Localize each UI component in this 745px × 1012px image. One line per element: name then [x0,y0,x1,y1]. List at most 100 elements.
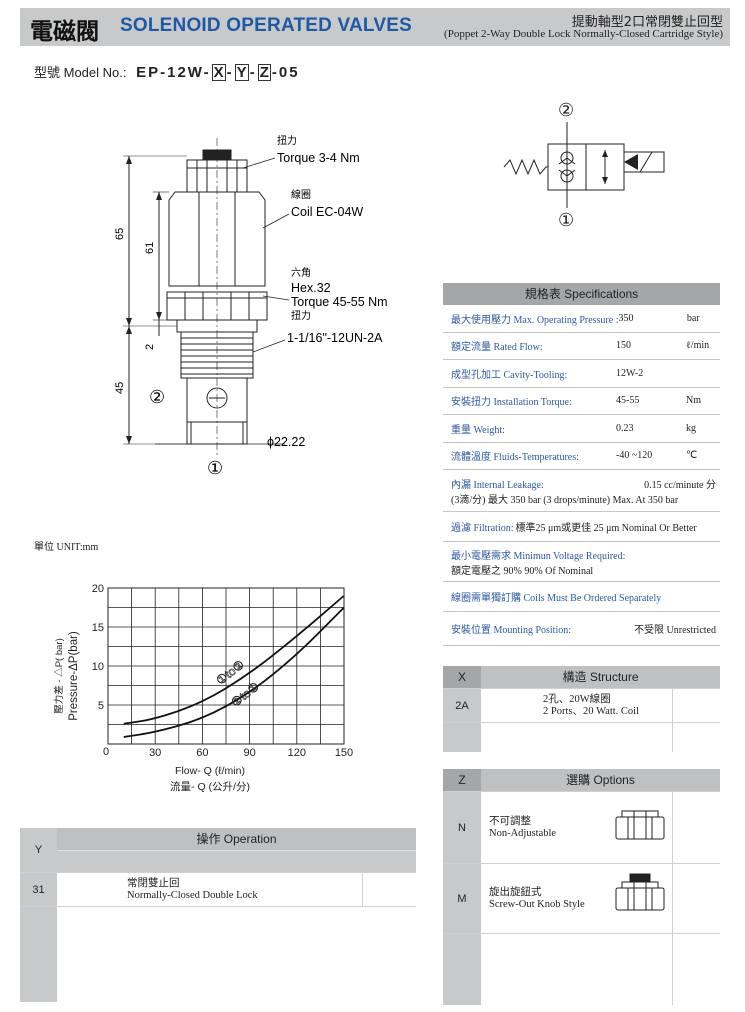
spec-value: -40 ~120 [616,450,653,462]
screw-out-knob-icon [615,873,665,911]
hex-label: Hex.32 [291,281,331,295]
structure-key-header: X [443,666,481,688]
option-en-m: Screw-Out Knob Style [489,898,585,910]
coil-order-note: 線圈需單獨訂購 Coils Must Be Ordered Separately [451,593,662,604]
leakage-value: 0.15 cc/minute 分 [644,479,716,491]
structure-row: 2A 2孔、20W線圈 2 Ports、20 Watt. Coil [443,688,720,722]
spec-label: 成型孔加工 Cavity-Tooling: [451,369,568,381]
non-adjustable-icon [615,810,665,840]
operation-en: Normally-Closed Double Lock [127,889,258,901]
coil-label: Coil EC-04W [291,205,363,219]
dim-2: 2 [144,344,156,350]
filtration-label: 過濾 Filtration: [451,523,514,534]
option-en-n: Non-Adjustable [489,827,557,839]
options-title: 選購 Options [481,769,720,791]
structure-en: 2 Ports、20 Watt. Coil [543,705,639,717]
spec-unit: ℃ [686,450,698,462]
spec-row: 流體溫度 Fluids-Temperatures: -40 ~120 ℃ [443,443,720,470]
diameter-label: ϕ22.22 [267,435,305,449]
port-2-label: ② [149,387,165,407]
mounting-value: 不受限 Unrestricted [634,625,716,636]
valve-drawing: 65 61 2 45 扭力 Torque 3-4 Nm 線圈 Coil EC-0… [114,134,388,478]
dim-65: 65 [114,228,126,240]
subtitle-en: (Poppet 2-Way Double Lock Normally-Close… [444,28,723,40]
x-tick-label: 150 [335,747,353,759]
y-tick-label: 5 [98,700,104,712]
spec-unit: bar [686,312,700,324]
option-row-n: N 不可調整 Non-Adjustable [443,791,720,863]
spec-label: 流體溫度 Fluids-Temperatures: [451,452,579,464]
series-line-2to1 [123,606,345,738]
chart-ylabel: Pressure-ΔP(bar) [68,631,80,721]
options-table: Z 選購 Options N 不可調整 Non-Adjustable M 旋出旋… [443,769,720,1005]
structure-zh: 2孔、20W線圈 [543,693,611,705]
model-code: EP-12W-X-Y-Z-05 [136,64,299,81]
option-zh-m: 旋出旋鈕式 [489,886,542,898]
model-suffix: -05 [271,64,300,81]
spec-row-coil-order: 線圈需單獨訂購 Coils Must Be Ordered Separately [443,582,720,612]
voltage-value: 額定電壓之 90% 90% Of Nominal [451,565,594,577]
voltage-label: 最小電壓需求 Minimun Voltage Required: [451,550,626,562]
structure-title: 構造 Structure [481,666,720,688]
coil-zh: 線圈 [291,188,311,201]
spec-row-filtration: 過濾 Filtration:標準25 μm或更佳 25 μm Nominal O… [443,512,720,542]
mounting-label: 安裝位置 Mounting Position: [451,625,572,636]
series-line-1to2 [123,595,345,725]
chart-xlabel-zh: 流量- Q (公升/分) [170,780,250,793]
dim-45: 45 [114,382,126,394]
structure-code: 2A [443,689,481,722]
chart-xlabel: Flow- Q (ℓ/min) [175,765,245,777]
option-code-n: N [443,792,481,863]
spec-label: 重量 Weight: [451,424,505,436]
y-tick-label: 15 [92,622,104,634]
spec-row-leakage: 內漏 Internal Leakage: 0.15 cc/minute 分 (3滴… [443,470,720,512]
chart-ylabel-zh: 壓力差 - △P( bar) [53,638,65,713]
spec-value: 150 [616,340,631,352]
model-sep-2: - [249,64,257,81]
y-tick-label: 10 [92,661,104,673]
hex-torque-label: Torque 45-55 Nm [291,295,388,309]
subtitle-zh: 提動軸型2口常閉雙止回型 [571,15,723,30]
x-tick-label: 120 [288,747,306,759]
model-sep-1: - [226,64,234,81]
spec-value: 12W-2 [616,367,644,379]
spec-row-voltage: 最小電壓需求 Minimun Voltage Required: 額定電壓之 9… [443,542,720,582]
operation-row: 31 常閉雙止回 Normally-Closed Double Lock [20,872,416,906]
spec-label: 額定流量 Rated Flow: [451,342,543,354]
spec-row: 成型孔加工 Cavity-Tooling: 12W-2 [443,360,720,388]
hex-torque-zh: 扭力 [291,309,311,322]
filtration-value: 標準25 μm或更佳 25 μm Nominal Or Better [515,523,697,534]
spec-title: 規格表 Specifications [443,283,720,305]
thread [180,331,254,379]
option-row-empty [443,933,720,1005]
model-label: 型號 Model No.: [34,65,127,80]
leakage-note: (3滴/分) 最大 350 bar (3 drops/minute) Max. … [451,494,679,506]
y-tick-label: 20 [92,583,104,595]
spec-value: 0.23 [616,422,634,434]
dim-61: 61 [144,242,156,254]
leakage-label: 內漏 Internal Leakage: [451,479,544,491]
chart-origin-label: 0 [103,746,109,758]
operation-code: 31 [20,873,57,906]
option-code-m: M [443,864,481,933]
hydraulic-symbol: ② ① [503,100,665,230]
symbol-port-1: ① [558,210,574,230]
spec-label: 最大使用壓力 Max. Operating Pressure : [451,314,619,326]
model-z-box: Z [257,64,271,81]
operation-key-header: Y [20,828,57,872]
operation-row-empty [20,906,416,1002]
thread-label: 1-1/16"-12UN-2A [287,331,383,345]
unit-note: 單位 UNIT:mm [34,542,99,553]
structure-row-empty [443,722,720,752]
symbol-spring [503,158,548,176]
option-row-m: M 旋出旋鈕式 Screw-Out Knob Style [443,863,720,933]
spec-value: 45-55 [616,395,640,407]
model-y-box: Y [234,64,249,81]
spec-label: 安裝扭力 Installation Torque: [451,397,572,409]
title-zh: 電磁閥 [30,19,99,45]
x-tick-label: 60 [196,747,208,759]
